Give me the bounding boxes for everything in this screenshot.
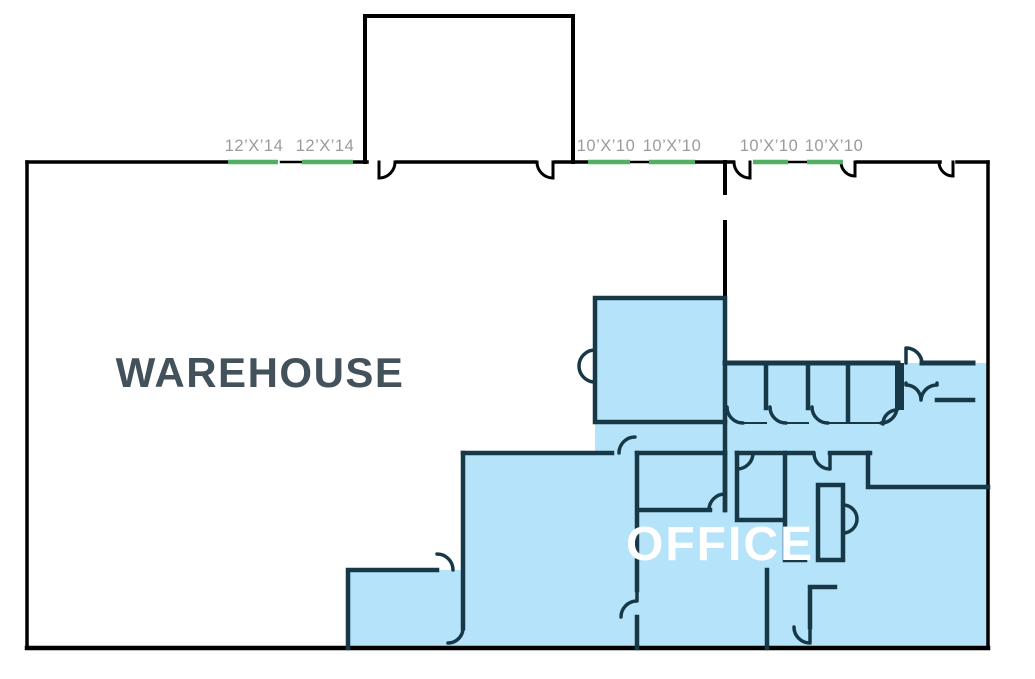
door-size-label: 12’X’14: [296, 137, 355, 155]
door-size-label: 10’X’10: [577, 137, 636, 155]
door-swing: [619, 588, 639, 619]
closet-dividers: [763, 360, 851, 423]
room-walls: [634, 450, 728, 651]
door-swing: [725, 405, 745, 425]
outer-walls: [24, 14, 991, 651]
door-swing: [377, 160, 397, 180]
office-walls: [345, 295, 991, 651]
door-swing: [810, 405, 830, 425]
door-swing: [732, 160, 752, 180]
door-swing: [881, 408, 899, 426]
door-size-label: 12’X’14: [225, 137, 284, 155]
conference-room: [592, 295, 728, 425]
labels: 12’X’14 12’X’14 10’X’10 10’X’10 10’X’10 …: [116, 137, 864, 571]
door-swing: [617, 435, 637, 455]
door-size-label: 10’X’10: [805, 137, 864, 155]
door-swing: [768, 405, 788, 425]
door-swing: [792, 625, 812, 645]
door-size-label: 10’X’10: [643, 137, 702, 155]
bump-out-walls: [363, 14, 575, 164]
room-walls: [807, 584, 838, 630]
room-walls: [734, 450, 808, 563]
double-door-swing: [904, 381, 939, 402]
door-swing: [535, 160, 555, 180]
storage-room: [815, 482, 846, 563]
room-walls: [865, 450, 991, 490]
bifold-door-marker: [577, 348, 597, 384]
office-door-swings: [435, 346, 939, 645]
door-swing: [812, 451, 832, 471]
wall-stub-thick: [895, 363, 904, 410]
room-walls: [345, 450, 466, 651]
door-swing: [904, 346, 924, 365]
door-swing: [735, 451, 755, 471]
door-swing: [435, 552, 455, 572]
door-swing: [839, 160, 857, 178]
door-swing: [937, 160, 955, 178]
door-swing: [707, 492, 727, 512]
office-label: OFFICE: [626, 518, 814, 571]
door-swing: [446, 626, 465, 645]
warehouse-label: WAREHOUSE: [116, 349, 405, 396]
bifold-door-marker: [841, 503, 859, 535]
door-size-label: 10’X’10: [740, 137, 799, 155]
top-wall-door-swings: [377, 160, 955, 180]
